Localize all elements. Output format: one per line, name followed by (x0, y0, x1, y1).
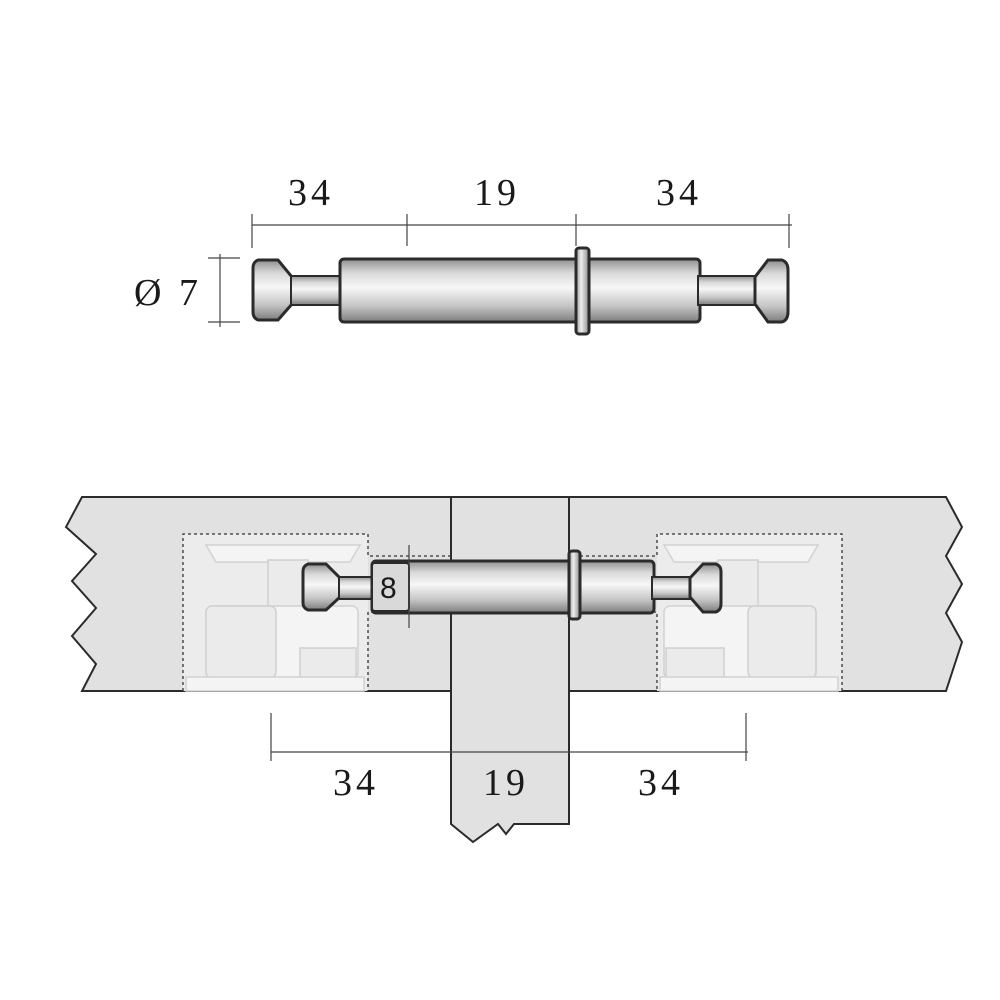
assembly-section-view: 8 34 19 34 (64, 496, 964, 844)
diameter-dimension-line (208, 254, 240, 327)
top-dimension-line (251, 214, 792, 248)
top-dim-diameter-7: Ø 7 (134, 272, 202, 314)
bolt-top-view: 34 19 34 Ø 7 (134, 172, 792, 336)
assembled-bolt (301, 545, 723, 628)
bottom-dim-right-34: 34 (638, 762, 684, 804)
top-dim-left-34: 34 (288, 172, 334, 214)
connecting-bolt (251, 246, 790, 336)
bolt-diameter-8-label: 8 (380, 572, 397, 605)
left-cam-lock (182, 533, 452, 692)
bottom-dim-left-34: 34 (333, 762, 379, 804)
top-dim-middle-19: 19 (474, 172, 520, 214)
bottom-dim-middle-19: 19 (483, 762, 529, 804)
top-dim-right-34: 34 (656, 172, 702, 214)
right-cam-lock (569, 533, 843, 692)
bottom-dimension-line (270, 713, 748, 761)
